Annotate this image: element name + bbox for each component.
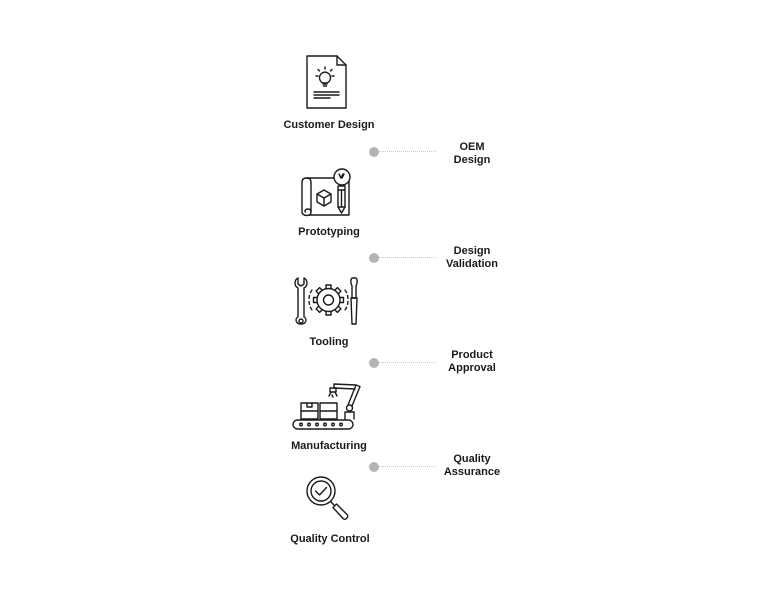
transition-label-oem-design: OEM Design	[427, 141, 517, 167]
connector-design-validation	[369, 253, 437, 263]
transition-label-design-validation: Design Validation	[427, 245, 517, 271]
wrench-gear-screwdriver-icon	[292, 276, 362, 326]
connector-oem-design	[369, 147, 437, 157]
connector-dot	[369, 253, 379, 263]
transition-label-product-approval: Product Approval	[427, 349, 517, 375]
transition-label-line1: Design	[453, 245, 491, 257]
step-label-customer-design: Customer Design	[283, 119, 375, 131]
transition-label-line2: Approval	[448, 362, 496, 374]
transition-label-quality-assurance: Quality Assurance	[427, 453, 517, 479]
step-label-manufacturing: Manufacturing	[291, 440, 367, 452]
connector-line	[379, 362, 436, 363]
step-label-quality-control: Quality Control	[290, 533, 370, 545]
connector-quality-assurance	[369, 462, 437, 472]
connector-dot	[369, 358, 379, 368]
transition-label-line1: OEM	[459, 141, 485, 153]
connector-dot	[369, 147, 379, 157]
step-label-tooling: Tooling	[309, 336, 349, 348]
connector-line	[379, 257, 436, 258]
blueprint-prototype-icon	[301, 168, 355, 218]
connector-dot	[369, 462, 379, 472]
connector-product-approval	[369, 358, 437, 368]
transition-label-line2: Design	[453, 154, 491, 166]
step-label-prototyping: Prototyping	[298, 226, 360, 238]
transition-label-line1: Quality	[453, 453, 491, 465]
connector-line	[379, 466, 436, 467]
transition-label-line2: Assurance	[443, 466, 501, 478]
robot-arm-conveyor-icon	[292, 382, 364, 432]
document-lightbulb-icon	[306, 55, 348, 110]
transition-label-line1: Product	[451, 349, 493, 361]
transition-label-line2: Validation	[446, 258, 498, 270]
magnifier-check-icon	[305, 476, 349, 526]
connector-line	[379, 151, 436, 152]
